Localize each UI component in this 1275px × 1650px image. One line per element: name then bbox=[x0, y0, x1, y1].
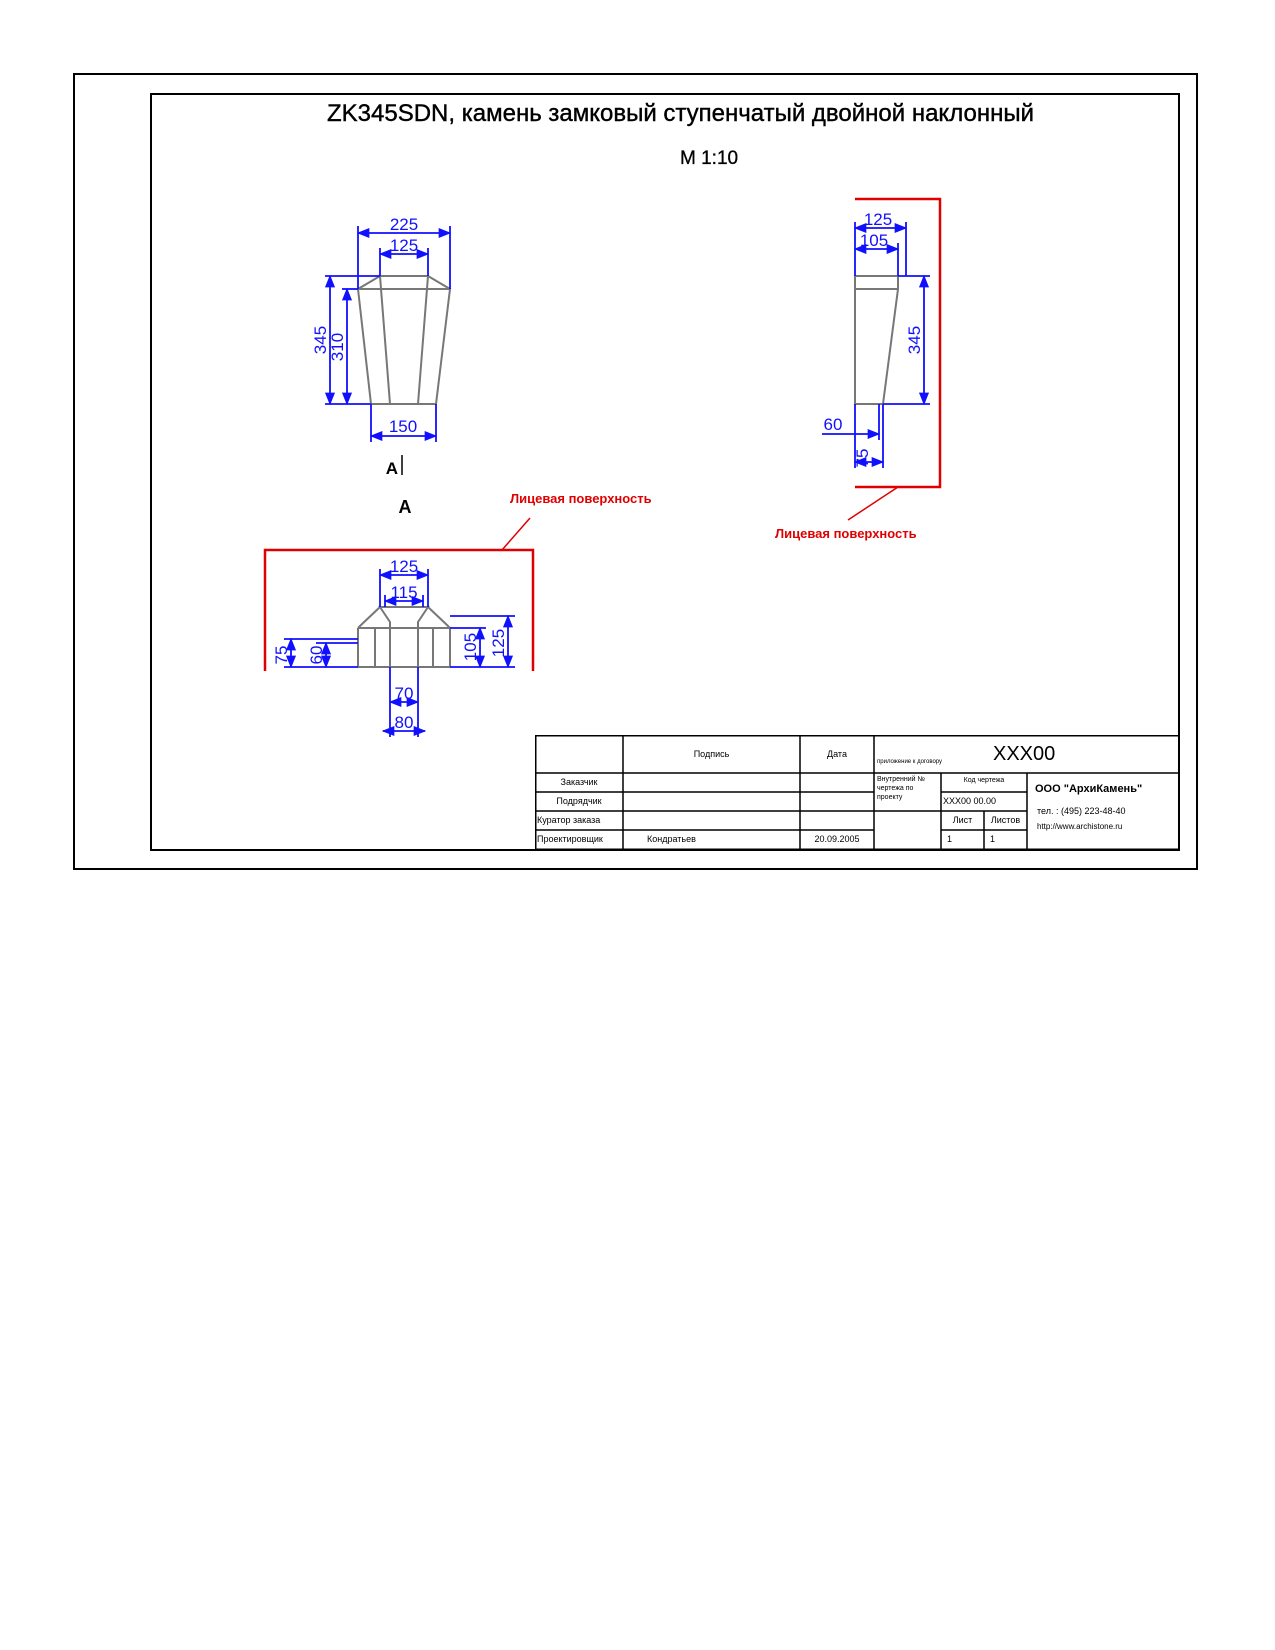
title-block-grid bbox=[535, 735, 1180, 850]
face-surface-label-section: Лицевая поверхность bbox=[510, 491, 652, 506]
tb-drawing-code: XXX00 00.00 bbox=[943, 796, 997, 806]
drawing-inner-frame bbox=[150, 93, 1180, 851]
tb-drawing-code-label: Код чертежа bbox=[963, 777, 1005, 784]
section-core bbox=[378, 606, 430, 668]
tb-sheet-number: 1 bbox=[947, 834, 953, 844]
tb-header-date: Дата bbox=[827, 749, 847, 759]
dim-side-bottom-depth: 75 bbox=[853, 449, 872, 468]
dim-side-depth-step: 105 bbox=[860, 231, 888, 250]
section-a-label: А bbox=[399, 497, 412, 517]
dim-front-height-step: 310 bbox=[328, 333, 347, 361]
side-view: 125 105 345 60 75 Лицевая поверхность bbox=[775, 197, 942, 541]
dim-section-core-inner: 70 bbox=[395, 684, 414, 703]
tb-company-website: http://www.archistone.ru bbox=[1037, 822, 1123, 831]
tb-role-customer: Заказчик bbox=[560, 777, 598, 787]
tb-sheets-count: 1 bbox=[990, 834, 996, 844]
section-mark: А bbox=[386, 459, 398, 478]
tb-header-signature: Подпись bbox=[693, 749, 730, 759]
front-view: 225 125 345 310 150 А bbox=[311, 215, 452, 478]
tb-role-contractor: Подрядчик bbox=[556, 796, 602, 806]
dim-side-height: 345 bbox=[905, 326, 924, 354]
tb-sheet-label: Лист bbox=[952, 815, 973, 825]
face-surface-label-side: Лицевая поверхность bbox=[775, 526, 917, 541]
tb-company-phone: тел. : (495) 223-48-40 bbox=[1037, 806, 1126, 816]
tb-sheets-label: Листов bbox=[990, 815, 1021, 825]
dim-front-width-bottom: 150 bbox=[389, 417, 417, 436]
dim-side-depth-total: 125 bbox=[864, 210, 892, 229]
dim-section-right-inner: 105 bbox=[461, 633, 480, 661]
tb-internal-number-label: Внутренний № чертежа по проекту bbox=[877, 776, 926, 801]
title-block: Подпись Дата приложение к договору XXX00… bbox=[535, 735, 1180, 850]
tb-designer-date: 20.09.2005 bbox=[814, 834, 860, 844]
section-a-view: А bbox=[263, 491, 652, 737]
dim-front-height-total: 345 bbox=[311, 326, 330, 354]
front-view-outline bbox=[356, 288, 452, 405]
tb-contract-number: XXX00 bbox=[993, 743, 1056, 765]
dim-section-left-outer: 75 bbox=[272, 646, 291, 665]
drawing-title: ZK345SDN, камень замковый ступенчатый дв… bbox=[327, 100, 1034, 127]
dim-side-bottom-face: 60 bbox=[824, 415, 843, 434]
dim-section-width-top: 125 bbox=[390, 557, 418, 576]
tb-designer-name: Кондратьев bbox=[647, 834, 696, 844]
dim-front-width-top: 225 bbox=[390, 215, 418, 234]
drawing-sheet-frame bbox=[73, 73, 1198, 870]
tb-contract-note: приложение к договору bbox=[877, 759, 943, 765]
drawing-scale: М 1:10 bbox=[680, 148, 739, 169]
dim-front-width-face: 125 bbox=[390, 236, 418, 255]
dim-section-width-face: 115 bbox=[390, 583, 417, 602]
tb-role-curator: Куратор заказа bbox=[537, 815, 601, 825]
dim-section-core-outer: 80 bbox=[395, 713, 414, 732]
tb-company-name: ООО "АрхиКамень" bbox=[1035, 783, 1143, 795]
dim-section-left-inner: 60 bbox=[307, 646, 326, 665]
tb-role-designer: Проектировщик bbox=[537, 834, 603, 844]
dim-section-right-outer: 125 bbox=[489, 629, 508, 657]
side-view-outline bbox=[854, 275, 899, 405]
